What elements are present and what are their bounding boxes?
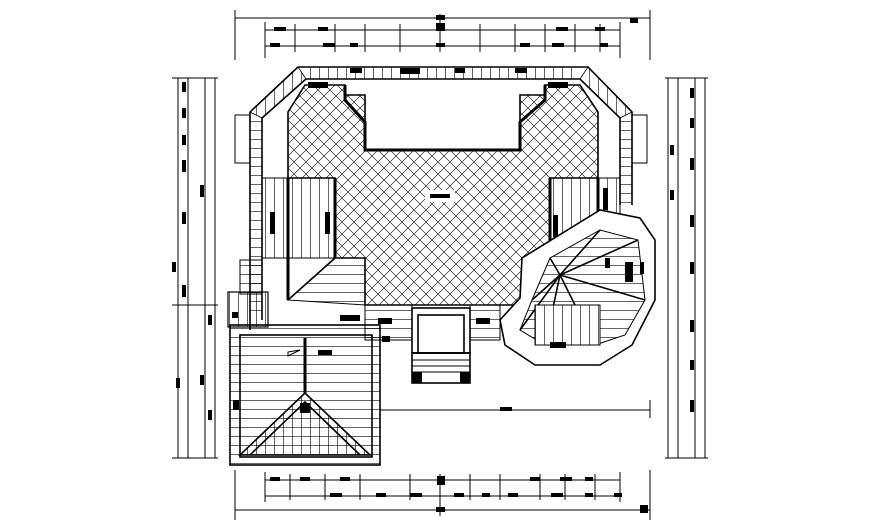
bottom-dimension-lines (234, 470, 651, 520)
central-roof (287, 84, 599, 306)
left-wing (261, 177, 366, 306)
right-dimension-lines (665, 77, 708, 459)
top-dimension-ticks (294, 14, 601, 52)
right-dimension-labels (670, 88, 694, 412)
bottom-dimension-labels (270, 476, 648, 513)
interior-dimension-line (379, 400, 651, 418)
outer-eave (234, 66, 648, 330)
entry-porch (340, 304, 501, 384)
top-dimension-labels (270, 15, 638, 47)
southeast-octagon (499, 209, 656, 366)
left-dimension-labels (172, 82, 212, 420)
top-dimension-lines (234, 10, 651, 60)
southwest-gable (227, 259, 381, 466)
column-marker-icon (300, 403, 310, 413)
left-dimension-lines (172, 77, 218, 459)
room-tag-icon (430, 194, 450, 198)
